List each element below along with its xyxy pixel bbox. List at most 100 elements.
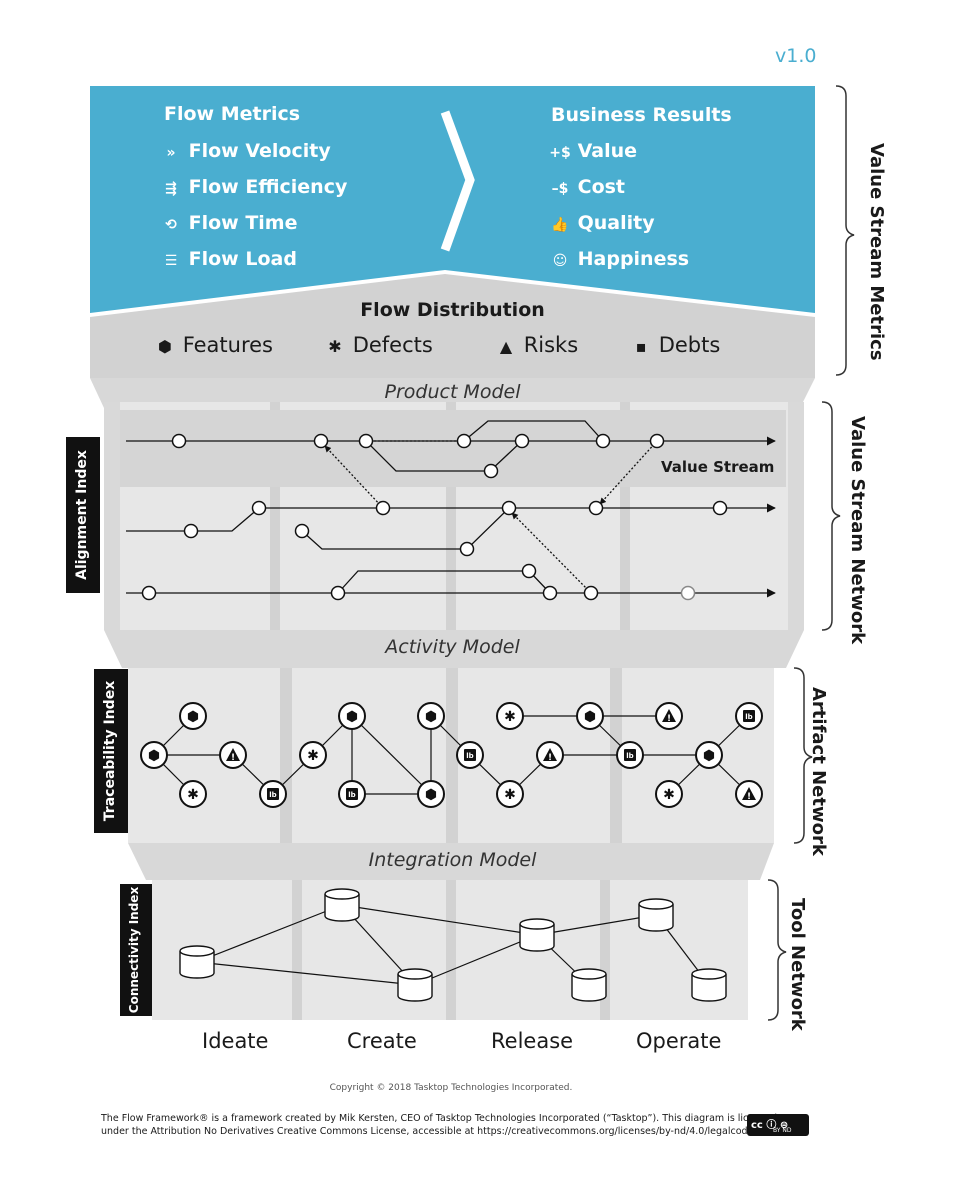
warning-icon: [742, 787, 756, 800]
weight-icon: [624, 749, 636, 761]
artifact-node-cube: ⬢: [417, 780, 445, 808]
value-stream-network-panel: [104, 402, 804, 630]
weight-icon: [743, 710, 755, 722]
vs-branch-mid: [301, 507, 510, 550]
distribution-defects: ✱ Defects: [324, 333, 433, 357]
weight-mark: lb: [745, 713, 752, 721]
connectivity-index-tab: [120, 884, 152, 1016]
artifact-node-cube: ⬢: [695, 741, 723, 769]
value-stream-node: [330, 585, 346, 601]
database-icon: [519, 918, 555, 952]
warning-icon: [543, 748, 557, 761]
weight-mark: lb: [626, 752, 633, 760]
weight-mark: lb: [466, 752, 473, 760]
artifact-node-cube: ⬢: [179, 702, 207, 730]
result-label: Happiness: [577, 248, 690, 270]
value-stream-node: [294, 523, 310, 539]
history-icon: ⟲: [165, 217, 177, 233]
result-label: Value: [577, 140, 638, 162]
vs-dotted-link-3: [511, 512, 592, 594]
warning-mark: !: [231, 753, 235, 763]
chevrons-icon: »: [166, 145, 176, 161]
vs-branch-bottom: [337, 570, 551, 594]
plus-dollar-icon: +$: [549, 145, 571, 161]
value-stream-node: [583, 585, 599, 601]
metrics-banner: [90, 86, 815, 313]
value-stream-highlight: [120, 410, 786, 487]
value-stream-node: [649, 433, 665, 449]
weight-icon: [267, 788, 279, 800]
metrics-chevron: [440, 110, 475, 252]
value-stream-node: [459, 541, 475, 557]
artifact-node-bug: ✱: [496, 702, 524, 730]
artifact-network-label: Artifact Network: [808, 687, 829, 856]
value-stream-node: [358, 433, 374, 449]
value-stream-network-label: Value Stream Network: [847, 416, 868, 645]
connectivity-index-label: Connectivity Index: [127, 886, 141, 1014]
side-braces: [767, 85, 855, 1021]
cc-by-nd-badge: cc ⓘ ⊜ BY ND: [747, 1114, 809, 1136]
business-results-title: Business Results: [551, 104, 732, 126]
metric-label: Flow Velocity: [188, 140, 331, 162]
value-stream-node: [542, 585, 558, 601]
vs-line-mid-b: [191, 503, 776, 532]
metric-flow-load: ☰ Flow Load: [160, 248, 297, 270]
result-cost: –$ Cost: [549, 176, 625, 198]
integration-model-band: [128, 843, 774, 880]
database-icon: [324, 888, 360, 922]
artifact-node-debt: lb: [456, 741, 484, 769]
value-stream-nodes: [141, 433, 728, 601]
bug-icon: ✱: [504, 787, 516, 803]
value-stream-node: [514, 433, 530, 449]
flow-distribution-band: [90, 274, 815, 378]
artifact-node-debt: lb: [338, 780, 366, 808]
vs-branch-top-2: [365, 440, 523, 472]
artifact-node-warn: !: [219, 741, 247, 769]
version-label: v1.0: [775, 45, 817, 67]
value-stream-metrics-label: Value Stream Metrics: [866, 143, 887, 361]
weight-mark: lb: [348, 791, 355, 799]
license-text: The Flow Framework® is a framework creat…: [101, 1112, 777, 1138]
value-stream-label: Value Stream: [661, 458, 775, 476]
cube-icon: ⬢: [158, 337, 172, 356]
database-icon: [571, 968, 607, 1002]
stage-release: Release: [491, 1029, 574, 1053]
artifact-node-debt: lb: [616, 741, 644, 769]
smiley-icon: ☺: [552, 253, 568, 269]
integration-model-label: Integration Model: [368, 849, 537, 871]
weight-icon: [346, 788, 358, 800]
database-icon: [691, 968, 727, 1002]
flow-distribution-title: Flow Distribution: [360, 299, 545, 321]
activity-model-label: Activity Model: [385, 636, 520, 658]
value-stream-node: [141, 585, 157, 601]
bug-icon: ✱: [328, 337, 342, 356]
metric-flow-time: ⟲ Flow Time: [160, 212, 297, 234]
stage-create: Create: [347, 1029, 417, 1053]
cube-icon: ⬢: [425, 787, 437, 803]
tool-nodes: [179, 888, 727, 1002]
cube-icon: ⬢: [187, 709, 199, 725]
cc-badge-text: BY ND: [773, 1127, 792, 1134]
bug-icon: ✱: [187, 787, 199, 803]
server-icon: ☰: [164, 253, 178, 269]
result-label: Cost: [577, 176, 626, 198]
artifact-node-warn: !: [655, 702, 683, 730]
cube-icon: ⬢: [148, 748, 160, 764]
stage-operate: Operate: [636, 1029, 722, 1053]
brace-artifact: [793, 667, 813, 844]
warning-mark: !: [747, 792, 751, 802]
copyright: Copyright © 2018 Tasktop Technologies In…: [329, 1083, 573, 1093]
artifact-node-bug: ✱: [299, 741, 327, 769]
product-model-label: Product Model: [384, 381, 521, 403]
cube-icon: ⬢: [425, 709, 437, 725]
brace-network: [821, 401, 841, 631]
cube-icon: ⬢: [584, 709, 596, 725]
value-stream-node: [251, 500, 267, 516]
alignment-index-tab: [66, 437, 100, 593]
bug-icon: ✱: [663, 787, 675, 803]
database-icon: [397, 968, 433, 1002]
cube-icon: ⬢: [703, 748, 715, 764]
value-stream-node: [595, 433, 611, 449]
weight-icon: [464, 749, 476, 761]
